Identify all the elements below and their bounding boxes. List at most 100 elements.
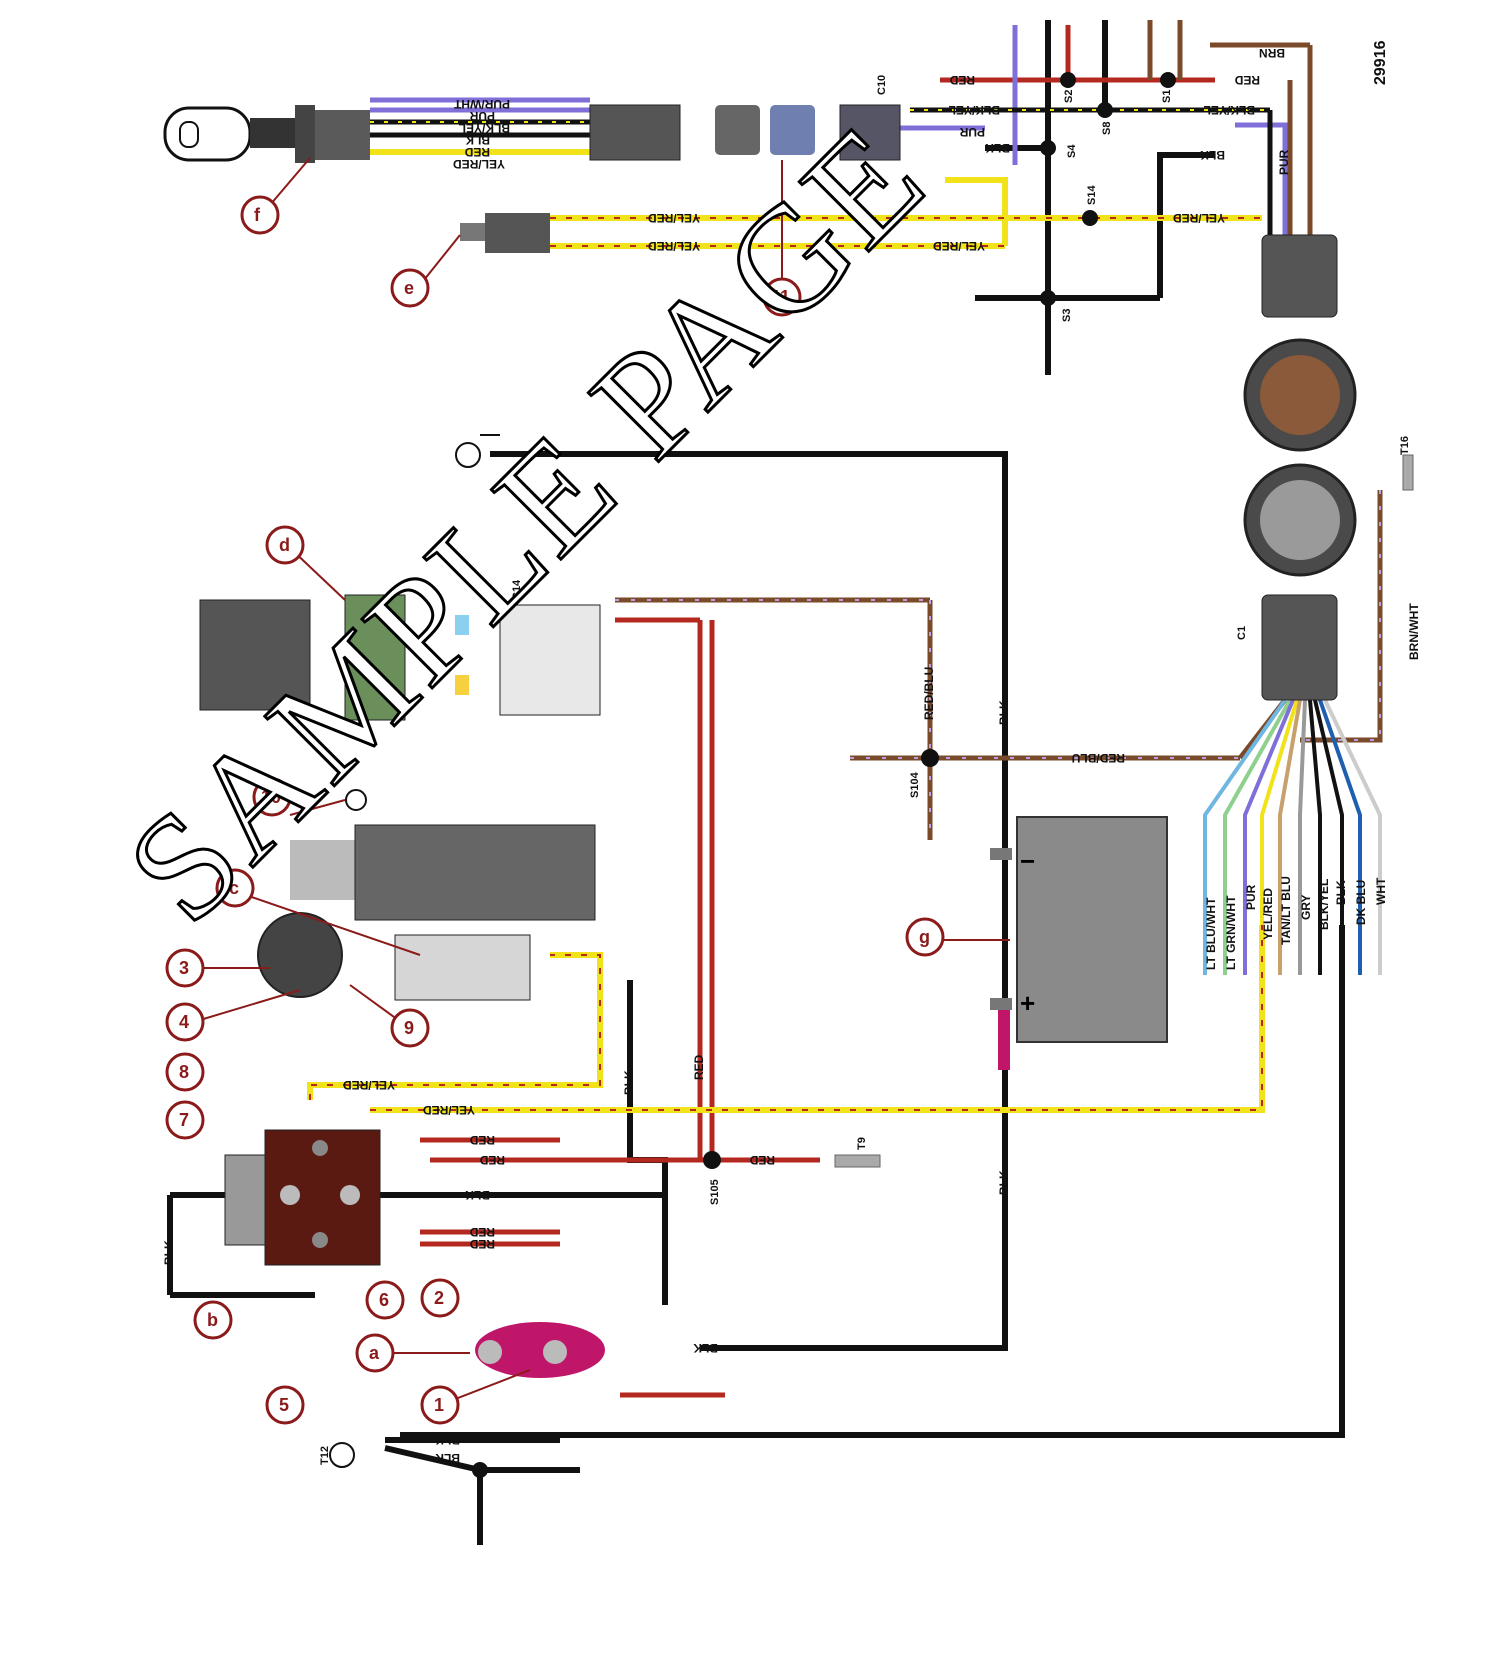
- callout-9: 9: [404, 1018, 414, 1038]
- label-yelred-main: YEL/RED: [1173, 211, 1225, 225]
- yellow-dash-overlay: [309, 217, 1263, 1111]
- callout-c: c: [229, 878, 239, 898]
- label-red-vert: RED: [692, 1054, 706, 1080]
- callout-circles: [165, 195, 945, 1425]
- label-blk-sol: BLK: [465, 1188, 490, 1202]
- terminals: [834, 454, 1414, 1168]
- label-brnwht: BRN/WHT: [1407, 603, 1421, 660]
- label-pur-c1: PUR: [1244, 884, 1258, 910]
- label-blk-breaker: BLK: [693, 1341, 718, 1355]
- label-c14: C14: [511, 579, 523, 600]
- callout-7: 7: [179, 1110, 189, 1130]
- label-t12: T12: [319, 1446, 331, 1465]
- label-s14: S14: [1086, 185, 1098, 205]
- circuit-breaker: [475, 1322, 605, 1378]
- ignition-key-switch: [163, 105, 370, 163]
- label-pur-main: PUR: [1277, 149, 1291, 175]
- callout-e: e: [404, 278, 414, 298]
- figure-number: 29916: [1372, 40, 1389, 85]
- callout-10: 10: [261, 787, 281, 807]
- blkyel-dash: [370, 109, 1270, 123]
- label-dkblu: DK BLU: [1354, 880, 1368, 925]
- label-blkyel-c1: BLK/YEL: [1317, 879, 1331, 930]
- label-s3: S3: [1061, 309, 1073, 322]
- label-blk-c10: BLK: [985, 141, 1010, 155]
- ground-symbols: [329, 434, 500, 1468]
- label-pur-c10: PUR: [959, 125, 985, 139]
- callout-f: f: [254, 205, 261, 225]
- control-module: [199, 594, 601, 721]
- label-yelred-c10: YEL/RED: [933, 239, 985, 253]
- callout-5: 5: [279, 1395, 289, 1415]
- label-red-sol-1: RED: [469, 1133, 495, 1147]
- label-blk-main: BLK: [1200, 148, 1225, 162]
- starter-motor: [257, 824, 596, 1001]
- key-switch-connector: [589, 104, 901, 161]
- label-yelred-lanyard-2: YEL/RED: [648, 239, 700, 253]
- label-red-c10: RED: [949, 73, 975, 87]
- battery-terminal-labels: − +: [1020, 846, 1035, 1018]
- label-red-sol-4: RED: [469, 1237, 495, 1251]
- label-wht: WHT: [1374, 877, 1388, 905]
- label-purwht: PUR/WHT: [453, 97, 510, 111]
- label-yelred-lanyard-1: YEL/RED: [648, 211, 700, 225]
- callout-6: 6: [379, 1290, 389, 1310]
- callout-arrows: [199, 157, 1010, 1406]
- label-t9: T9: [856, 1137, 868, 1150]
- callout-d: d: [279, 535, 290, 555]
- lanyard-switch: [460, 213, 550, 253]
- callout-b: b: [207, 1310, 218, 1330]
- label-brn: BRN: [1259, 46, 1285, 60]
- label-s2: S2: [1063, 90, 1075, 103]
- label-s8: S8: [1101, 122, 1113, 135]
- main-harness-connector: [1243, 234, 1357, 701]
- label-s105: S105: [709, 1179, 721, 1205]
- label-blk-gnd-1: BLK: [435, 1433, 460, 1447]
- label-blk-key: BLK: [465, 133, 490, 147]
- label-red-main: RED: [1234, 73, 1260, 87]
- red-wires: [420, 25, 1215, 1398]
- label-ltgrnwht: LT GRN/WHT: [1224, 895, 1238, 970]
- label-s104: S104: [909, 771, 921, 798]
- label-c10: C10: [876, 75, 888, 95]
- label-ltbluwht: LT BLU/WHT: [1204, 897, 1218, 970]
- label-gry: GRY: [1299, 894, 1313, 920]
- label-red-key: RED: [464, 145, 490, 159]
- label-tanltblu: TAN/LT BLU: [1279, 876, 1293, 945]
- label-blkyel-c10: BLK/YEL: [949, 103, 1000, 117]
- label-blk-gnd-2: BLK: [435, 1451, 460, 1465]
- label-redblu-horiz: RED/BLU: [1072, 751, 1125, 765]
- wire-labels: PUR/WHT PUR BLK/YEL BLK RED YEL/RED YEL/…: [162, 46, 1421, 1465]
- label-pur-key: PUR: [469, 109, 495, 123]
- callout-8: 8: [179, 1062, 189, 1082]
- callout-2: 2: [434, 1288, 444, 1308]
- purple-wires: [370, 25, 1288, 240]
- label-blkyel-key: BLK/YEL: [459, 121, 510, 135]
- battery-positive-label: +: [1020, 988, 1035, 1018]
- splice-dots: [472, 72, 1176, 1478]
- c1-harness-wires: [1203, 698, 1382, 975]
- label-blkyel-main: BLK/YEL: [1204, 103, 1255, 117]
- callout-1: 1: [434, 1395, 444, 1415]
- label-c1: C1: [1236, 626, 1248, 640]
- label-t16: T16: [1399, 436, 1411, 455]
- label-blk-solenoid-loop: BLK: [162, 1240, 176, 1265]
- callout-labels: f e 11 d 10 c 3 4 9 8 7 2 6 b a g 5 1: [179, 205, 930, 1415]
- label-yelred-key: YEL/RED: [453, 157, 505, 171]
- label-red-sol-2: RED: [479, 1153, 505, 1167]
- battery: [990, 816, 1168, 1070]
- label-red-sol-3: RED: [469, 1225, 495, 1239]
- label-blk-battery-neg: BLK: [997, 700, 1011, 725]
- label-blk-c1: BLK: [1334, 880, 1348, 905]
- callout-4: 4: [179, 1012, 189, 1032]
- label-s1: S1: [1161, 90, 1173, 103]
- callout-a: a: [369, 1343, 380, 1363]
- label-yelred-sol-1: YEL/RED: [343, 1078, 395, 1092]
- callout-11: 11: [771, 287, 790, 307]
- brown-dash-overlay: [615, 490, 1381, 840]
- label-yelred-c1: YEL/RED: [1261, 888, 1275, 940]
- label-blk-starter: BLK: [622, 1070, 636, 1095]
- connector-labels: C10 C14 C1 T9 T12 T16 S2 S1 S8 S4 S14 S3…: [319, 40, 1411, 1465]
- starter-solenoid: [224, 1129, 381, 1266]
